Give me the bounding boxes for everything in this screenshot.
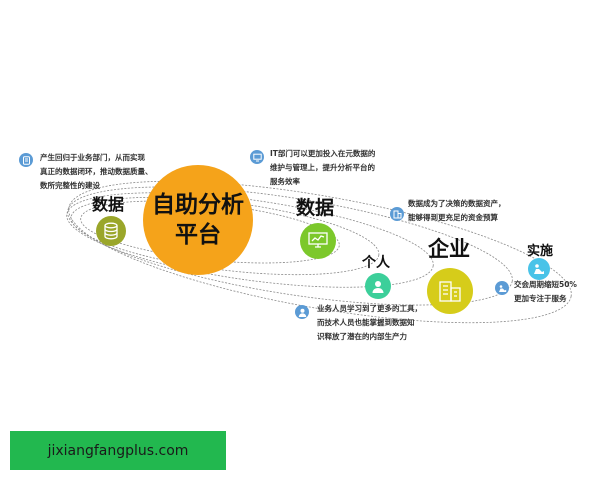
note-line: 产生回归于业务部门，从而实现 (40, 153, 145, 162)
hub-title-line1: 自助分析 (152, 192, 244, 218)
node-label-data-left: 数据 (92, 195, 125, 214)
note-personal: 业务人员学习到了更多的工具， 而技术人员也能掌握到数据知 识释放了潜在的内部生产… (317, 302, 422, 344)
monitor-chart-icon (308, 232, 328, 248)
delivery-icon (534, 264, 544, 274)
note-enterprise: 数据成为了决策的数据资产， 能够得到更充足的资金预算 (408, 197, 506, 225)
note-icon-data-right (250, 150, 264, 164)
note-line: 更加专注于服务 (514, 294, 567, 303)
node-label-personal: 个人 (362, 255, 390, 271)
note-icon-personal (295, 305, 309, 319)
note-icon-implementation (495, 281, 509, 295)
node-label-enterprise: 企业 (428, 237, 470, 261)
note-line: 服务效率 (270, 177, 300, 186)
note-icon-enterprise (390, 207, 404, 221)
monitor-icon (252, 153, 262, 161)
node-enterprise (427, 268, 473, 314)
note-line: 交会周期缩短50% (514, 280, 577, 289)
note-line: 能够得到更充足的资金预算 (408, 213, 498, 222)
building-icon (439, 281, 461, 302)
node-implementation (528, 258, 550, 280)
note-line: 而技术人员也能掌握到数据知 (317, 318, 415, 327)
node-label-implementation: 实施 (527, 244, 554, 259)
hub-title-line2: 平台 (175, 222, 221, 248)
person-icon (372, 280, 384, 293)
document-icon (22, 155, 30, 165)
note-line: 识释放了潜在的内部生产力 (317, 332, 407, 341)
person-icon (298, 308, 306, 317)
note-line: 数据成为了决策的数据资产， (408, 199, 506, 208)
note-line: 真正的数据闭环，推动数据质量、 (40, 167, 153, 176)
node-data-left (96, 216, 126, 246)
watermark-text: jixiangfangplus.com (47, 442, 189, 459)
note-line: IT部门可以更加投入在元数据的 (270, 149, 376, 158)
hub-self-service-analytics-platform: 自助分析 平台 (143, 165, 253, 275)
note-line: 业务人员学习到了更多的工具， (317, 304, 422, 313)
node-personal (365, 273, 391, 299)
database-icon (104, 222, 118, 240)
note-implementation: 交会周期缩短50% 更加专注于服务 (514, 278, 577, 306)
note-data-right: IT部门可以更加投入在元数据的 维护与管理上，提升分析平台的 服务效率 (270, 147, 375, 189)
note-data-left: 产生回归于业务部门，从而实现 真正的数据闭环，推动数据质量、 数所完整性的建设 (40, 151, 153, 193)
note-icon-data-left (19, 153, 33, 167)
delivery-icon (498, 284, 506, 292)
watermark-banner: jixiangfangplus.com (10, 431, 226, 470)
building-icon (393, 210, 401, 218)
node-label-data-right: 数据 (296, 197, 335, 219)
note-line: 数所完整性的建设 (40, 181, 100, 190)
note-line: 维护与管理上，提升分析平台的 (270, 163, 375, 172)
node-data-right (300, 223, 336, 259)
